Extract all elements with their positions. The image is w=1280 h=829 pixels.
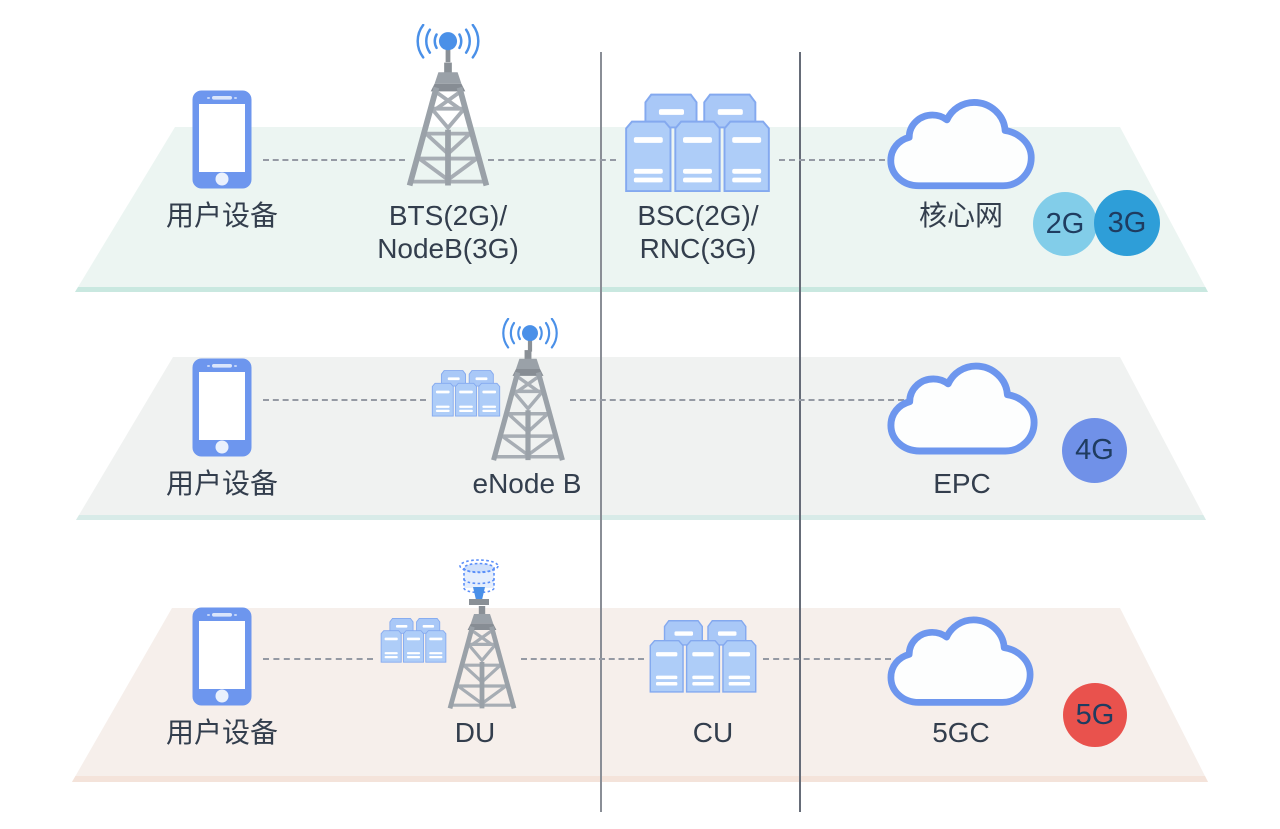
massive-mimo-antenna-icon: [456, 557, 502, 605]
badge-3g: 3G: [1094, 190, 1160, 256]
server-rack-icon: [618, 85, 777, 193]
label-line: RNC(3G): [639, 233, 757, 264]
label-epc: EPC: [933, 468, 991, 499]
label-bsc-rnc: BSC(2G)/ RNC(3G): [598, 199, 798, 265]
server-rack-icon: [646, 612, 760, 695]
label-5gc: 5GC: [932, 717, 990, 748]
badge-5g: 5G: [1063, 683, 1127, 747]
cell-tower-icon: [442, 603, 522, 713]
connector-dash: [263, 159, 405, 161]
cloud-icon: [882, 616, 1040, 712]
connector-dash: [521, 658, 644, 660]
cell-tower-icon: [485, 348, 571, 464]
phone-icon: [191, 606, 253, 707]
label-line: BTS(2G)/: [388, 200, 508, 231]
band-2g3g-front-edge: [75, 287, 1208, 292]
cloud-icon: [884, 98, 1039, 196]
connector-dash: [779, 159, 885, 161]
connector-dash: [263, 658, 373, 660]
label-line: BSC(2G)/: [637, 200, 759, 231]
label-user-equipment: 用户设备: [165, 717, 278, 748]
band-5g-front-edge: [72, 776, 1208, 782]
cell-tower-icon: [400, 60, 496, 190]
phone-icon: [191, 357, 253, 458]
divider-line-right: [799, 52, 801, 812]
label-core-network: 核心网: [918, 200, 1003, 231]
label-cu: CU: [692, 717, 734, 748]
label-user-equipment: 用户设备: [165, 468, 278, 499]
label-line: NodeB(3G): [377, 233, 519, 264]
server-rack-icon: [377, 614, 450, 663]
label-du: DU: [454, 717, 496, 748]
band-4g-front-edge: [76, 515, 1206, 520]
antenna-signal-waves-icon: [414, 24, 482, 66]
label-bts-nodeb: BTS(2G)/ NodeB(3G): [348, 199, 548, 265]
cloud-icon: [884, 362, 1042, 461]
label-enodeb: eNode B: [472, 468, 582, 499]
badge-4g: 4G: [1062, 418, 1127, 483]
divider-line-left: [600, 52, 602, 812]
connector-dash: [263, 399, 426, 401]
connector-dash: [763, 658, 891, 660]
label-user-equipment: 用户设备: [165, 200, 278, 231]
antenna-signal-waves-icon: [500, 318, 560, 355]
badge-2g: 2G: [1033, 192, 1097, 256]
connector-dash: [570, 399, 904, 401]
connector-dash: [488, 159, 616, 161]
phone-icon: [191, 89, 253, 190]
